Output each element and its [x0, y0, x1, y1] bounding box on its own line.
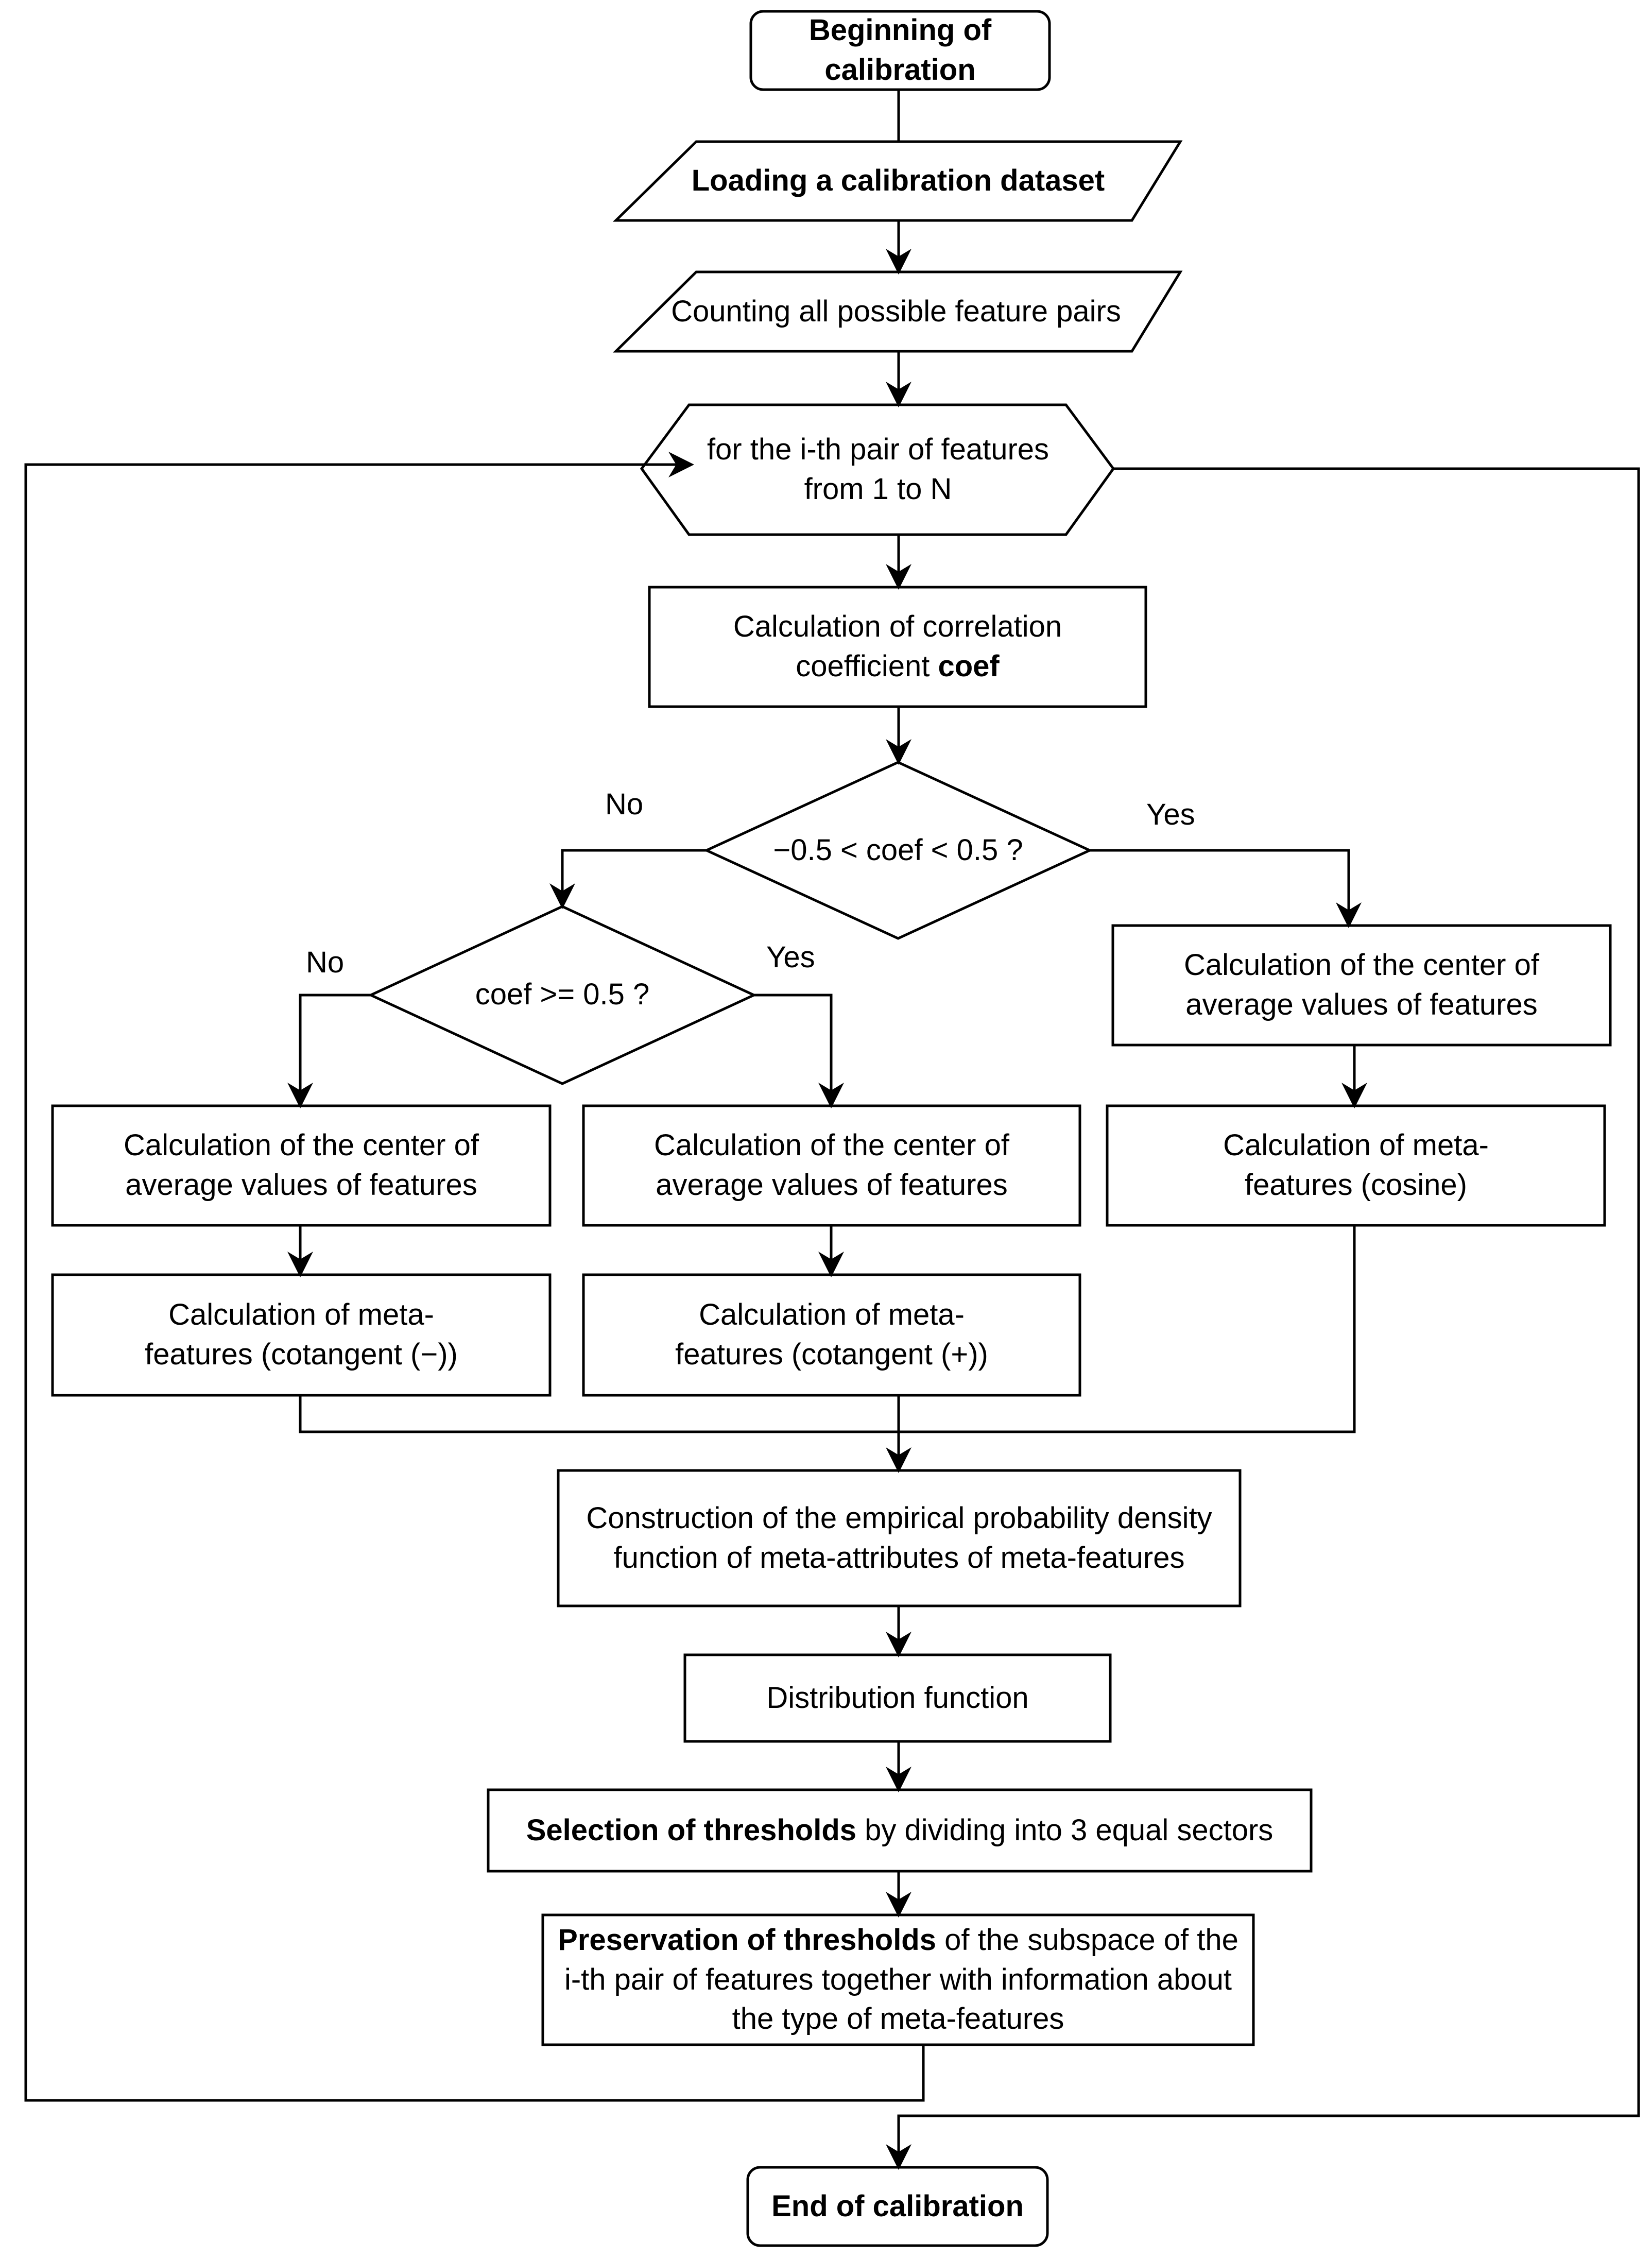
meta-cot-minus-label: Calculation of meta-features (cotangent … — [119, 1275, 483, 1395]
center-right-label: Calculation of the center of average val… — [1139, 926, 1585, 1045]
dec2-yes-label: Yes — [766, 940, 815, 974]
end-label: End of calibration — [754, 2167, 1041, 2246]
loop-line2: from 1 to N — [804, 472, 952, 506]
edge-dec1-yes — [1090, 849, 1362, 928]
count-label: Counting all possible feature pairs — [639, 272, 1154, 351]
meta-cosine-process — [1106, 1104, 1606, 1227]
edge-loop-back — [24, 452, 925, 2102]
dist-label: Distribution function — [685, 1655, 1110, 1741]
center-mid-label: Calculation of the center of average val… — [609, 1106, 1054, 1225]
center-mid-text: Calculation of the center of average val… — [654, 1128, 1009, 1202]
start-terminal — [749, 10, 1051, 91]
center-left-text: Calculation of the center of average val… — [124, 1128, 479, 1202]
preserve-label: Preservation of thresholds of the subspa… — [556, 1915, 1240, 2045]
edge-dec1-no — [549, 849, 707, 909]
meta-cot-minus-text: Calculation of meta-features (cotangent … — [145, 1298, 458, 1371]
pdf-label: Construction of the empirical probabilit… — [572, 1470, 1227, 1606]
edge-merge — [299, 1225, 1356, 1433]
loop-label: for the i-th pair of features from 1 to … — [680, 405, 1076, 535]
end-text: End of calibration — [771, 2189, 1024, 2223]
load-label: Loading a calibration dataset — [649, 142, 1147, 220]
load-text: Loading a calibration dataset — [691, 164, 1105, 198]
center-right-process — [1111, 924, 1612, 1047]
meta-cot-plus-process — [582, 1273, 1081, 1397]
dec1-diamond — [703, 761, 1093, 940]
count-data-shape — [612, 270, 1183, 353]
corr-bold: coef — [938, 649, 1000, 683]
start-label: Beginning of calibration — [757, 11, 1043, 90]
meta-cot-plus-label: Calculation of meta-features (cotangent … — [650, 1275, 1013, 1395]
dist-process — [683, 1653, 1112, 1743]
corr-text: Calculation of correlation coefficient — [733, 610, 1062, 683]
meta-cot-minus-process — [51, 1273, 552, 1397]
dist-text: Distribution function — [766, 1681, 1029, 1715]
loop-line1: for the i-th pair of features — [707, 433, 1049, 467]
thresh-bold: Selection of thresholds — [526, 1813, 857, 1847]
start-text: Beginning of calibration — [808, 13, 992, 87]
load-data-shape — [612, 140, 1183, 222]
thresh-label: Selection of thresholds by dividing into… — [493, 1790, 1306, 1871]
edge-dec2-no — [287, 994, 371, 1108]
corr-label: Calculation of correlation coefficient c… — [680, 587, 1115, 707]
meta-cosine-label: Calculation of meta-features (cosine) — [1174, 1106, 1538, 1225]
edge-dec2-yes — [754, 994, 844, 1108]
center-right-text: Calculation of the center of average val… — [1184, 948, 1539, 1021]
meta-cosine-text: Calculation of meta-features (cosine) — [1223, 1128, 1489, 1202]
meta-cot-plus-text: Calculation of meta-features (cotangent … — [675, 1298, 988, 1371]
dec1-yes-label: Yes — [1146, 798, 1195, 831]
thresh-text: by dividing into 3 equal sectors — [856, 1813, 1274, 1847]
count-text: Counting all possible feature pairs — [671, 294, 1121, 328]
dec2-diamond — [368, 905, 757, 1085]
loop-hexagon — [640, 403, 1115, 536]
dec1-label: −0.5 < coef < 0.5 ? — [744, 814, 1053, 887]
preserve-text: of the subspace of the i-th pair of feat… — [564, 1923, 1238, 2036]
thresh-process — [487, 1788, 1313, 1873]
corr-process — [648, 586, 1147, 708]
dec2-no-label: No — [306, 946, 345, 979]
center-left-label: Calculation of the center of average val… — [78, 1106, 524, 1225]
preserve-bold: Preservation of thresholds — [558, 1923, 936, 1957]
pdf-text: Construction of the empirical probabilit… — [586, 1501, 1212, 1575]
dec2-text: coef >= 0.5 ? — [475, 977, 650, 1011]
dec1-text: −0.5 < coef < 0.5 ? — [773, 833, 1023, 867]
dec1-no-label: No — [605, 788, 644, 821]
edge-loop-exit — [886, 467, 1640, 2170]
preserve-process — [541, 1913, 1255, 2046]
dec2-label: coef >= 0.5 ? — [412, 958, 713, 1031]
